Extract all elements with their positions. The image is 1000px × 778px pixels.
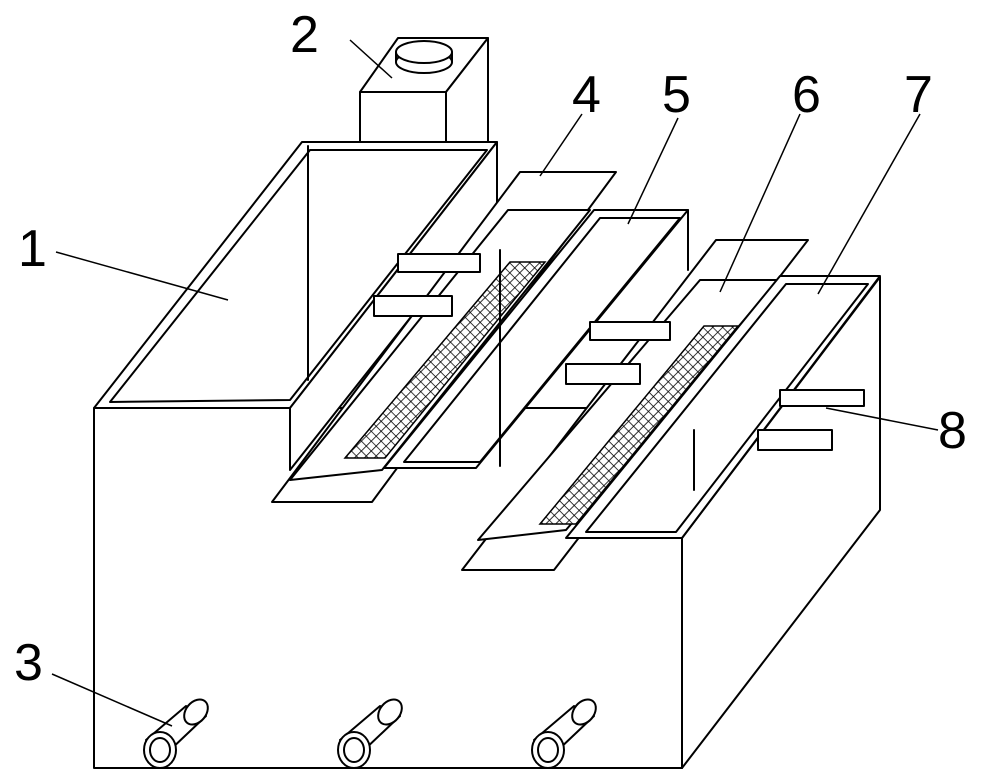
outlet-pipe-3	[531, 698, 597, 769]
labels: 1 2 3 4 5 6 7 8	[14, 6, 967, 692]
tray-6-handle-upper	[589, 321, 671, 341]
leader-7	[817, 113, 921, 295]
chamber-7-top	[565, 275, 881, 539]
outlet-pipes	[143, 698, 597, 769]
leader-1	[55, 251, 229, 301]
label-4: 4	[572, 66, 601, 124]
leader-3	[51, 673, 173, 727]
chamber-1-rim	[109, 149, 488, 403]
filter-tray-4	[271, 171, 617, 503]
leader-4	[539, 113, 583, 177]
leader-5	[627, 117, 679, 225]
leader-8	[825, 407, 939, 431]
dosing-box-side	[445, 37, 489, 143]
leader-6	[719, 113, 801, 293]
tray-4-handle-lower	[373, 295, 453, 317]
filter-mesh-4	[343, 261, 547, 459]
label-3: 3	[14, 634, 43, 692]
label-7: 7	[904, 66, 933, 124]
chamber-7	[565, 275, 881, 769]
tray-6-handle-lower	[565, 363, 641, 385]
label-2: 2	[290, 6, 319, 64]
leader-lines	[51, 39, 939, 727]
label-6: 6	[792, 66, 821, 124]
dosing-box	[359, 37, 489, 143]
chamber-7-handle-lower	[757, 429, 833, 451]
chamber-7-handle-upper	[779, 389, 865, 407]
label-8: 8	[938, 402, 967, 460]
outlet-pipe-1	[143, 698, 209, 769]
dosing-box-front	[359, 91, 447, 143]
chamber-5	[383, 209, 689, 469]
dosing-cap-top	[395, 40, 453, 64]
tray-4-handle-upper	[397, 253, 481, 273]
label-5: 5	[662, 66, 691, 124]
label-1: 1	[18, 220, 47, 278]
outlet-pipe-2	[337, 698, 403, 769]
leader-2	[349, 39, 393, 79]
filter-tray-6	[461, 239, 809, 571]
